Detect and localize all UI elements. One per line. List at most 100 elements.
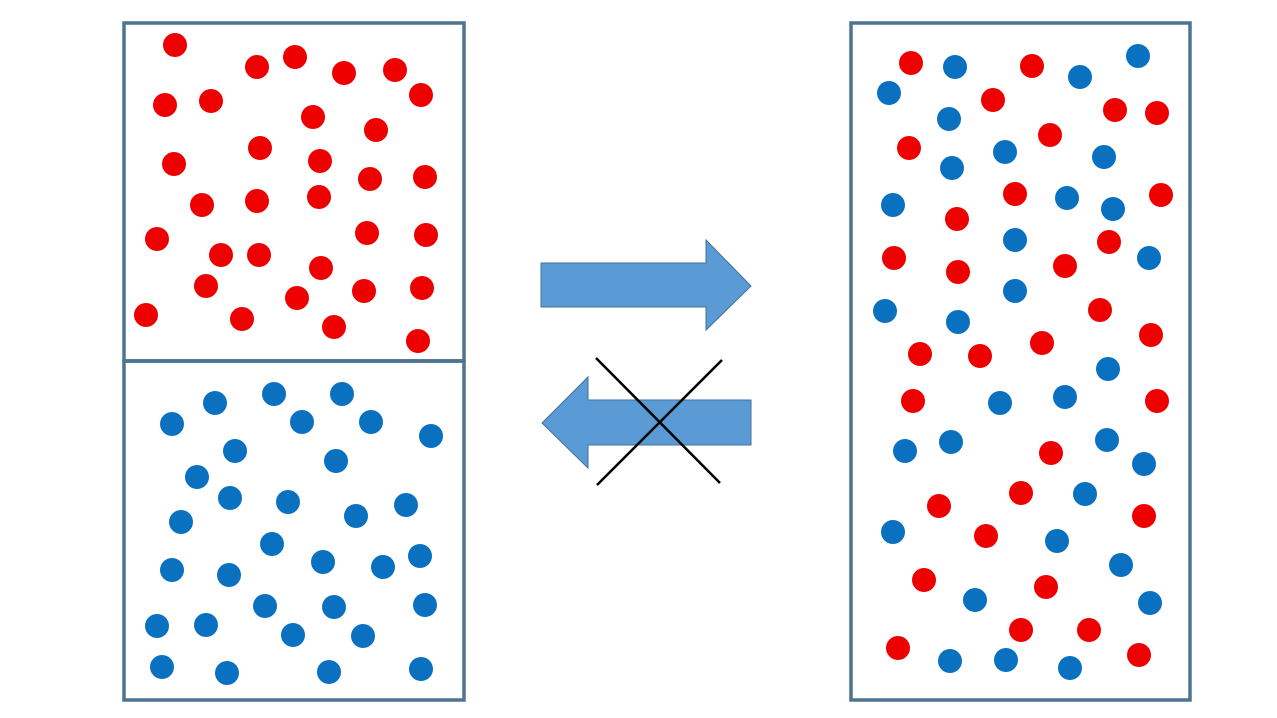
blue-particle	[939, 430, 963, 454]
red-particle	[1053, 254, 1077, 278]
blue-particle	[1126, 44, 1150, 68]
blue-particle	[185, 465, 209, 489]
reverse-process	[541, 357, 752, 486]
mixed-compartment	[849, 21, 1192, 702]
blue-particle	[1132, 452, 1156, 476]
blue-particle	[1095, 428, 1119, 452]
blue-particle	[1137, 246, 1161, 270]
red-particle	[1127, 643, 1151, 667]
red-particle	[245, 189, 269, 213]
arrow-right-icon	[540, 238, 752, 332]
red-particle	[1020, 54, 1044, 78]
blue-particle	[217, 563, 241, 587]
red-particle	[1139, 323, 1163, 347]
blue-particle	[988, 391, 1012, 415]
red-particle	[899, 51, 923, 75]
red-particle	[1149, 183, 1173, 207]
blue-particle	[253, 594, 277, 618]
blue-particle	[281, 623, 305, 647]
red-particle	[1145, 101, 1169, 125]
red-particle	[413, 165, 437, 189]
red-particle	[901, 389, 925, 413]
red-particle	[352, 279, 376, 303]
blue-particle	[262, 382, 286, 406]
blue-particle	[394, 493, 418, 517]
red-particle	[230, 307, 254, 331]
blue-particle	[169, 510, 193, 534]
red-particle	[981, 88, 1005, 112]
blue-particle	[322, 595, 346, 619]
blue-particle	[276, 490, 300, 514]
red-particle	[209, 243, 233, 267]
cross-stroke-2	[596, 359, 723, 486]
red-particle	[364, 118, 388, 142]
blue-particle	[993, 140, 1017, 164]
red-particle	[247, 243, 271, 267]
blue-particle	[150, 655, 174, 679]
blue-particle	[409, 657, 433, 681]
blue-particle	[311, 550, 335, 574]
red-particle	[1145, 389, 1169, 413]
red-particle	[414, 223, 438, 247]
blue-particle	[1092, 145, 1116, 169]
blue-particle	[1109, 553, 1133, 577]
red-particle	[897, 136, 921, 160]
mixed-particles-group	[873, 44, 1173, 680]
blue-particle	[160, 558, 184, 582]
blue-particle	[203, 391, 227, 415]
red-particle	[248, 136, 272, 160]
red-particle	[1003, 182, 1027, 206]
red-particle	[283, 45, 307, 69]
blue-particle	[994, 648, 1018, 672]
blue-particle	[963, 588, 987, 612]
arrow-left-icon	[541, 375, 752, 470]
blue-particle	[881, 520, 905, 544]
red-particle	[406, 329, 430, 353]
blue-particle	[946, 310, 970, 334]
red-particle	[245, 55, 269, 79]
blue-particle	[940, 156, 964, 180]
red-particle	[1039, 441, 1063, 465]
red-particle	[1009, 618, 1033, 642]
red-particle	[1034, 575, 1058, 599]
blue-particle	[408, 544, 432, 568]
blue-particle	[943, 55, 967, 79]
top-compartment	[122, 21, 466, 363]
blue-particle	[218, 486, 242, 510]
red-particle	[1132, 504, 1156, 528]
red-particle	[946, 260, 970, 284]
red-particle	[410, 276, 434, 300]
red-particle	[383, 58, 407, 82]
red-particle	[1088, 298, 1112, 322]
blue-particle	[419, 424, 443, 448]
red-particle	[974, 524, 998, 548]
blue-particle	[877, 81, 901, 105]
red-particle	[912, 568, 936, 592]
blue-particle	[290, 410, 314, 434]
blue-particle	[413, 593, 437, 617]
red-particle	[1103, 98, 1127, 122]
blue-particle	[1073, 482, 1097, 506]
red-particle	[308, 149, 332, 173]
blue-particle	[1003, 228, 1027, 252]
blue-particle	[194, 613, 218, 637]
blue-particle	[1101, 197, 1125, 221]
red-particle	[882, 246, 906, 270]
red-particle	[134, 303, 158, 327]
blue-particle	[1055, 186, 1079, 210]
red-particle	[163, 33, 187, 57]
blue-particle	[324, 449, 348, 473]
red-particle	[1009, 481, 1033, 505]
blue-particle	[223, 439, 247, 463]
red-particle	[968, 344, 992, 368]
blue-particle	[1096, 357, 1120, 381]
red-particle	[162, 152, 186, 176]
red-particle	[886, 636, 910, 660]
red-particle	[355, 221, 379, 245]
blue-particle	[371, 555, 395, 579]
blue-particle	[937, 107, 961, 131]
red-particles-group	[134, 33, 438, 353]
blue-particle	[1053, 385, 1077, 409]
red-particle	[1030, 331, 1054, 355]
